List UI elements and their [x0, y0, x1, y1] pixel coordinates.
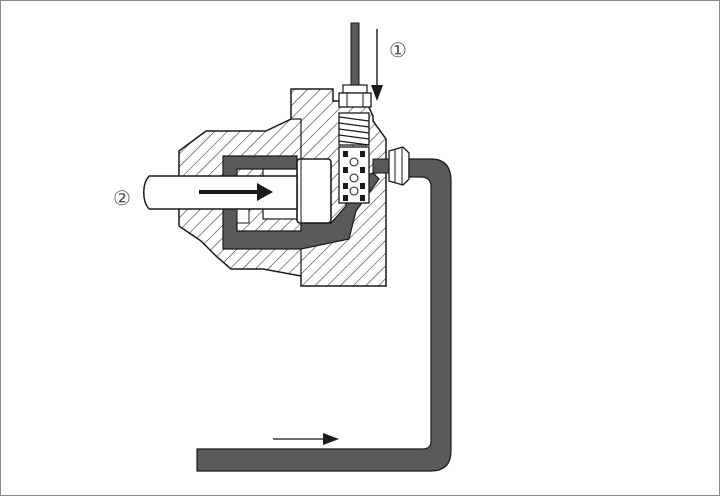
return-pipe — [196, 158, 452, 472]
adjuster-direction-arrowhead — [371, 85, 383, 101]
callout-1: ① — [389, 38, 407, 62]
outlet-fitting — [372, 146, 410, 186]
pipe-flow-arrowhead — [323, 433, 339, 445]
check-valve-stack — [338, 112, 370, 204]
piston — [296, 158, 332, 224]
callout-2: ② — [113, 186, 131, 210]
adjuster-assembly — [338, 22, 372, 108]
shaft-flow-arrowhead — [257, 183, 273, 201]
